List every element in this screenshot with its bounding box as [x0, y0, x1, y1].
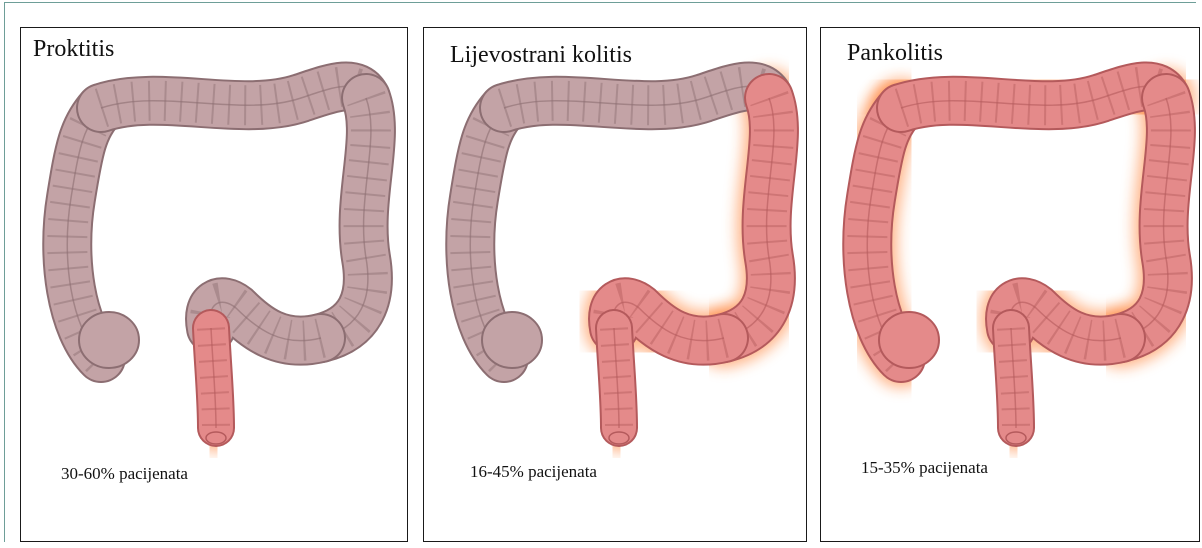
- colon-illustration-proctitis: [21, 28, 405, 488]
- panel-pancolitis: Pankolitis 15-35% pacijenata: [820, 27, 1200, 542]
- patient-percentage: 30-60% pacijenata: [61, 464, 188, 484]
- colon-illustration-pancolitis: [821, 28, 1200, 488]
- panel-title: Lijevostrani kolitis: [450, 42, 632, 69]
- panel-proctitis: Proktitis 30-60% pacijenata: [20, 27, 408, 542]
- patient-percentage: 15-35% pacijenata: [861, 458, 988, 478]
- anal-canal: [1006, 432, 1026, 444]
- panel-left-sided-colitis: Lijevostrani kolitis 16-45% pacijenata: [423, 27, 807, 542]
- panel-title: Pankolitis: [847, 40, 943, 67]
- anal-canal: [609, 432, 629, 444]
- anal-canal: [206, 432, 226, 444]
- colon-illustration-left-sided: [424, 28, 807, 488]
- patient-percentage: 16-45% pacijenata: [470, 462, 597, 482]
- panel-title: Proktitis: [33, 36, 114, 63]
- cecum: [879, 312, 939, 368]
- cecum: [482, 312, 542, 368]
- cecum: [79, 312, 139, 368]
